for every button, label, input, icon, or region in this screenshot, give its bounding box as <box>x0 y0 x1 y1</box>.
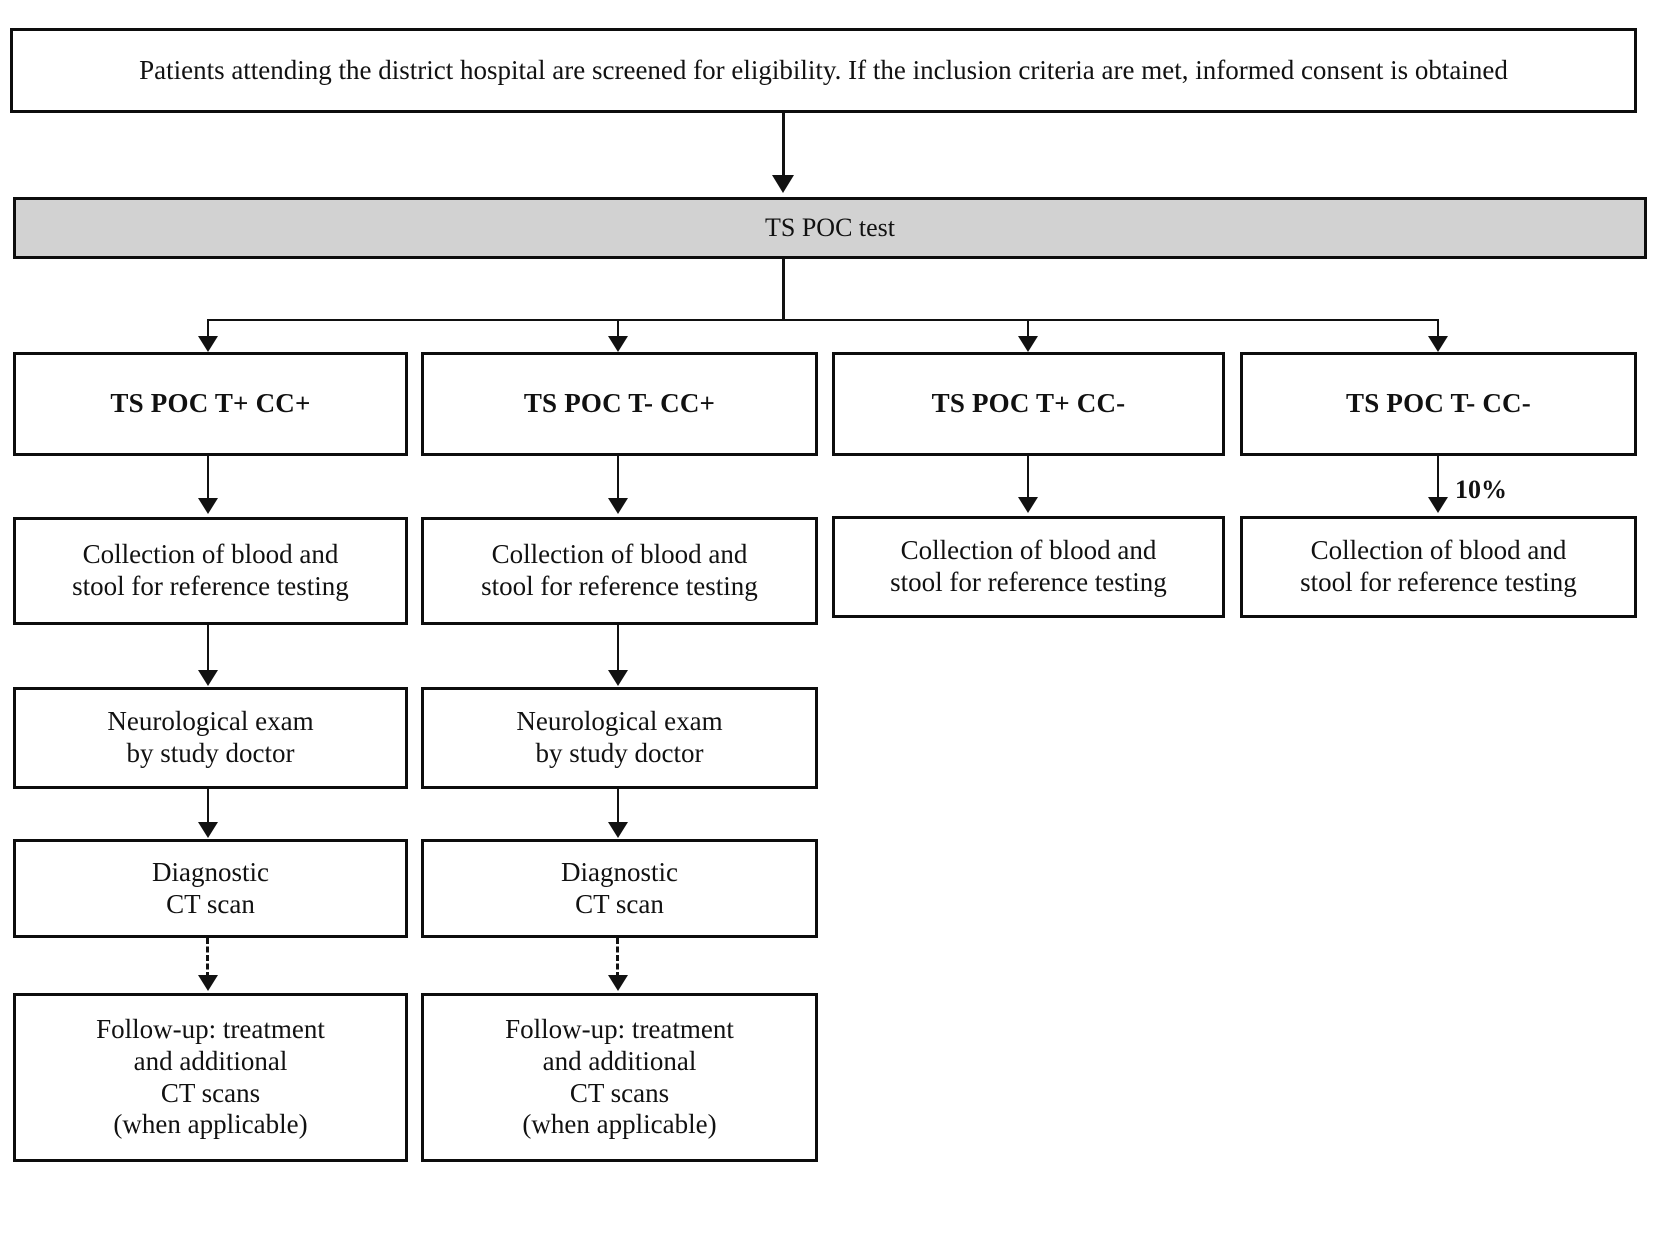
node-eligibility-screening-label: Patients attending the district hospital… <box>139 54 1508 85</box>
connector-collection1-to-neuro1 <box>207 625 209 673</box>
arrowhead-neuro1-to-ct1 <box>198 822 218 838</box>
connector-ct1-to-followup1-dashed <box>206 938 209 978</box>
node-diagnostic-ct-2-label: Diagnostic CT scan <box>561 856 678 919</box>
arrowhead-branch-2 <box>608 336 628 352</box>
node-ts-poc-test-label: TS POC test <box>764 212 896 242</box>
node-collection-3-label: Collection of blood and stool for refere… <box>890 535 1167 597</box>
annotation-arm4-percent: 10% <box>1455 475 1507 504</box>
connector-branch-1 <box>207 319 209 339</box>
node-collection-2-label: Collection of blood and stool for refere… <box>481 539 758 601</box>
connector-branch-4 <box>1437 319 1439 339</box>
node-collection-1-label: Collection of blood and stool for refere… <box>72 539 349 601</box>
node-neuro-exam-1: Neurological exam by study doctor <box>13 687 408 789</box>
arrowhead-arm3-to-collection3 <box>1018 497 1038 513</box>
node-followup-1-label: Follow-up: treatment and additional CT s… <box>96 1013 325 1140</box>
connector-branch-3 <box>1027 319 1029 339</box>
arrowhead-arm4-to-collection4 <box>1428 497 1448 513</box>
node-arm-4: TS POC T- CC- <box>1240 352 1637 456</box>
node-diagnostic-ct-1-label: Diagnostic CT scan <box>152 856 269 919</box>
node-arm-1: TS POC T+ CC+ <box>13 352 408 456</box>
node-neuro-exam-2-label: Neurological exam by study doctor <box>516 706 723 768</box>
connector-neuro2-to-ct2 <box>617 789 619 825</box>
connector-collection2-to-neuro2 <box>617 625 619 673</box>
node-eligibility-screening: Patients attending the district hospital… <box>10 28 1637 113</box>
connector-test-stem <box>782 259 785 320</box>
node-arm-3: TS POC T+ CC- <box>832 352 1225 456</box>
arrowhead-neuro2-to-ct2 <box>608 822 628 838</box>
connector-arm3-to-collection3 <box>1027 456 1029 500</box>
arrowhead-ct2-to-followup2 <box>608 975 628 991</box>
node-ts-poc-test: TS POC test <box>13 197 1647 259</box>
node-collection-4: Collection of blood and stool for refere… <box>1240 516 1637 618</box>
node-arm-2: TS POC T- CC+ <box>421 352 818 456</box>
node-followup-1: Follow-up: treatment and additional CT s… <box>13 993 408 1162</box>
node-arm-3-label: TS POC T+ CC- <box>931 388 1126 419</box>
node-diagnostic-ct-2: Diagnostic CT scan <box>421 839 818 938</box>
node-arm-2-label: TS POC T- CC+ <box>523 388 716 419</box>
arrowhead-arm1-to-collection1 <box>198 498 218 514</box>
node-neuro-exam-2: Neurological exam by study doctor <box>421 687 818 789</box>
arrowhead-ct1-to-followup1 <box>198 975 218 991</box>
connector-branch-2 <box>617 319 619 339</box>
node-collection-2: Collection of blood and stool for refere… <box>421 517 818 625</box>
node-collection-4-label: Collection of blood and stool for refere… <box>1300 535 1577 597</box>
arrowhead-branch-4 <box>1428 336 1448 352</box>
connector-arm4-to-collection4 <box>1437 456 1439 500</box>
node-followup-2: Follow-up: treatment and additional CT s… <box>421 993 818 1162</box>
node-collection-1: Collection of blood and stool for refere… <box>13 517 408 625</box>
arrowhead-intro-to-test <box>772 175 794 193</box>
arrowhead-arm2-to-collection2 <box>608 498 628 514</box>
connector-arm1-to-collection1 <box>207 456 209 501</box>
connector-test-bus <box>207 319 1439 321</box>
connector-intro-to-test <box>782 113 785 175</box>
node-neuro-exam-1-label: Neurological exam by study doctor <box>107 706 314 768</box>
arrowhead-branch-1 <box>198 336 218 352</box>
node-arm-1-label: TS POC T+ CC+ <box>110 388 311 419</box>
connector-arm2-to-collection2 <box>617 456 619 501</box>
node-followup-2-label: Follow-up: treatment and additional CT s… <box>505 1013 734 1140</box>
arrowhead-branch-3 <box>1018 336 1038 352</box>
arrowhead-collection1-to-neuro1 <box>198 670 218 686</box>
node-arm-4-label: TS POC T- CC- <box>1346 388 1531 419</box>
connector-ct2-to-followup2-dashed <box>616 938 619 978</box>
arrowhead-collection2-to-neuro2 <box>608 670 628 686</box>
connector-neuro1-to-ct1 <box>207 789 209 825</box>
node-diagnostic-ct-1: Diagnostic CT scan <box>13 839 408 938</box>
node-collection-3: Collection of blood and stool for refere… <box>832 516 1225 618</box>
